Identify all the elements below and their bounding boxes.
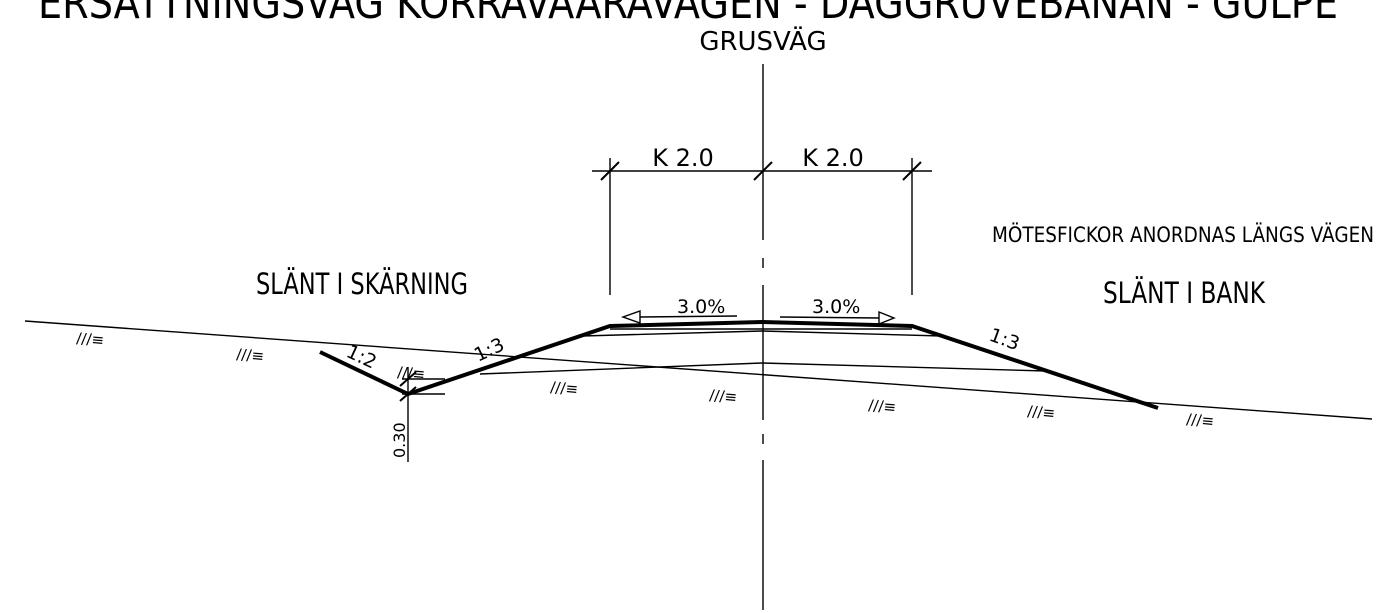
crossfall-arrows: 3.0% 3.0% <box>620 296 896 326</box>
hatch-symbol: ///≡ <box>76 329 105 349</box>
drawing-title: ERSÄTTNINGSVÄG KORRAVAARAVÄGEN - DAGGRUV… <box>38 0 1338 29</box>
cut-slope-label: SLÄNT I SKÄRNING <box>256 267 468 301</box>
width-dimension: K 2.0 K 2.0 <box>592 144 932 295</box>
ditch-depth-text: 0.30 <box>390 422 409 458</box>
hatch-symbol: ///≡ <box>550 378 579 398</box>
ditch-slope-text: 1:2 <box>343 341 380 374</box>
fill-slope-label: SLÄNT I BANK <box>1103 276 1266 310</box>
crossfall-left-text: 3.0% <box>677 296 725 318</box>
ground-hatching: ///≡ ///≡ ///≡ ///≡ ///≡ ///≡ ///≡ ///≡ <box>76 329 1215 430</box>
hatch-symbol: ///≡ <box>709 386 738 406</box>
hatch-symbol: ///≡ <box>397 363 426 383</box>
crossfall-right-text: 3.0% <box>812 296 860 318</box>
hatch-symbol: ///≡ <box>1186 410 1215 430</box>
road-type-label: GRUSVÄG <box>699 25 826 57</box>
hatch-symbol: ///≡ <box>1027 402 1056 422</box>
ditch-depth-dimension: 0.30 <box>390 367 445 462</box>
dimension-right-text: K 2.0 <box>802 144 864 172</box>
road-layers <box>479 328 1047 375</box>
hatch-symbol: ///≡ <box>236 345 265 365</box>
passing-places-note: MÖTESFICKOR ANORDNAS LÄNGS VÄGEN <box>992 222 1374 247</box>
hatch-symbol: ///≡ <box>868 396 897 416</box>
road-profile <box>319 319 1159 410</box>
ground-line <box>24 320 1373 420</box>
dimension-left-text: K 2.0 <box>652 144 714 172</box>
